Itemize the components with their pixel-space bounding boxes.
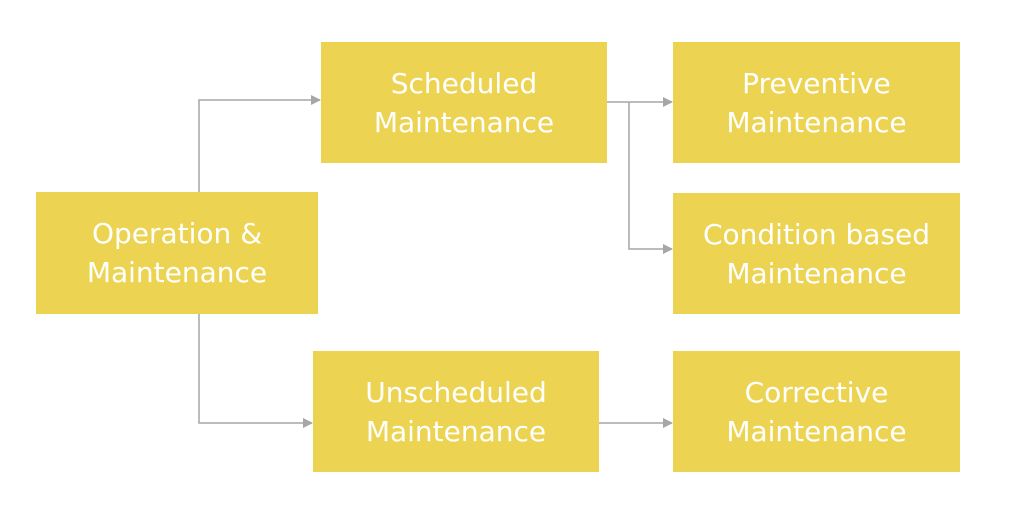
node-operation-maintenance-label: Operation & Maintenance <box>86 217 268 289</box>
node-corrective-maintenance-label: Corrective Maintenance <box>726 375 907 448</box>
node-preventive-maintenance: Preventive Maintenance <box>673 42 960 163</box>
node-scheduled-maintenance: Scheduled Maintenance <box>321 42 607 163</box>
connector-scheduled-to-condition <box>628 102 673 254</box>
node-condition-based-maintenance-label: Condition based Maintenance <box>702 217 931 290</box>
node-preventive-maintenance-label: Preventive Maintenance <box>726 66 907 139</box>
connector-om-to-unscheduled <box>198 314 313 428</box>
node-condition-based-maintenance: Condition based Maintenance <box>673 193 960 314</box>
connector-om-to-scheduled <box>198 95 321 192</box>
node-unscheduled-maintenance-label: Unscheduled Maintenance <box>365 375 547 448</box>
node-scheduled-maintenance-label: Scheduled Maintenance <box>373 66 555 139</box>
node-unscheduled-maintenance: Unscheduled Maintenance <box>313 351 599 472</box>
node-operation-maintenance: Operation & Maintenance <box>36 192 318 314</box>
node-corrective-maintenance: Corrective Maintenance <box>673 351 960 472</box>
